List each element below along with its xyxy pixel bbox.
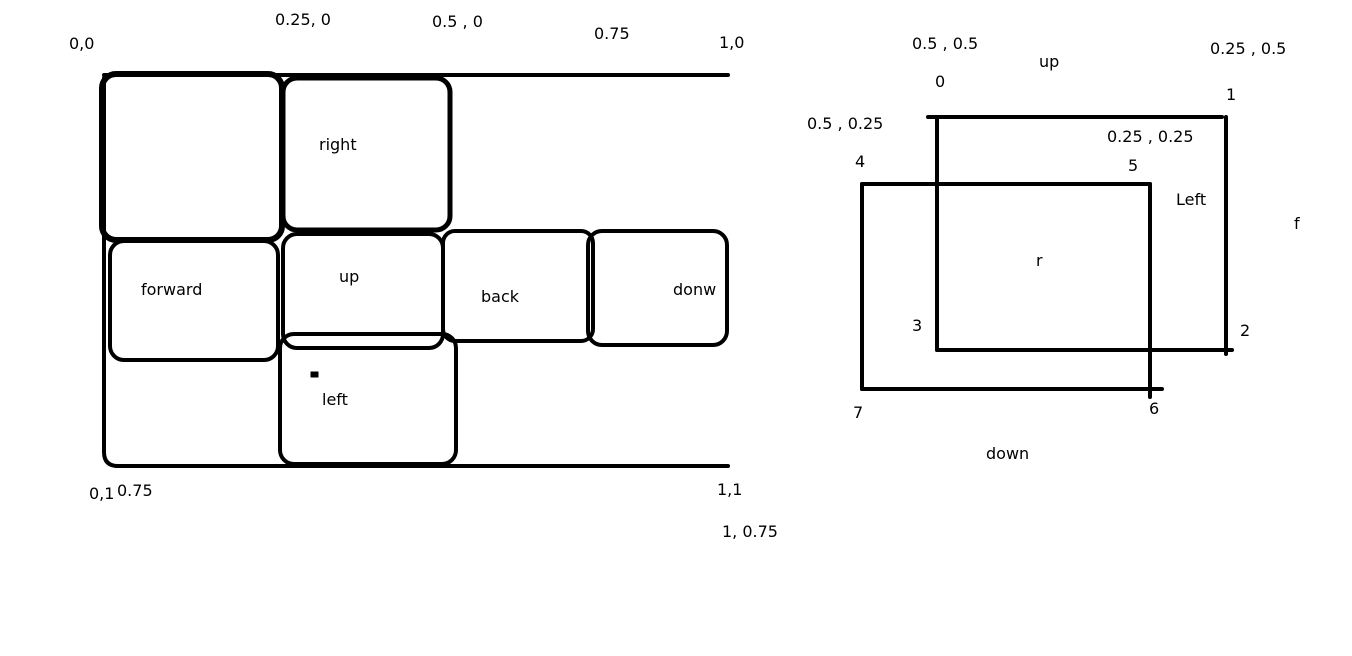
face-label-left: left [322, 390, 348, 409]
corner-label-bottom-right-q3: 1, 0.75 [722, 522, 778, 541]
corner-label-top-half: 0.5 , 0 [432, 12, 483, 31]
corner-label-bottom-left-q3: 0.75 [117, 481, 153, 500]
net-face-left [278, 332, 458, 466]
vertex-label-7: 7 [853, 403, 864, 422]
face-label-cube-down: down [986, 444, 1030, 463]
corner-label-bottom-left: 0,1 [89, 484, 115, 503]
corner-label-bottom-right: 1,1 [717, 480, 743, 499]
face-label-forward: forward [141, 280, 203, 299]
face-label-cube-front: f [1294, 214, 1300, 233]
face-label-right: right [319, 135, 357, 154]
face-label-cube-up: up [1039, 52, 1060, 71]
vertex-label-5: 5 [1128, 156, 1139, 175]
face-label-back: back [481, 287, 520, 306]
corner-label-top-right: 1,0 [719, 33, 745, 52]
corner-label-top-q3: 0.75 [594, 24, 630, 43]
net-face-up [281, 232, 445, 350]
face-label-up: up [339, 267, 360, 286]
net-face-forward [108, 239, 280, 362]
net-face-down [586, 229, 729, 347]
corner-label-top-left: 0,0 [69, 34, 95, 53]
net-face-topleft [99, 71, 285, 243]
face-label-down: donw [673, 280, 717, 299]
vertex-label-6: 6 [1149, 399, 1160, 418]
coord-label-half-q1: 0.5 , 0.25 [807, 114, 884, 133]
vertex-label-2: 2 [1240, 321, 1251, 340]
face-label-cube-left: Left [1176, 190, 1207, 209]
net-face-right [280, 75, 453, 233]
vertex-label-1: 1 [1226, 85, 1237, 104]
corner-label-top-q1: 0.25, 0 [275, 10, 331, 29]
coord-label-q1-q1: 0.25 , 0.25 [1107, 127, 1194, 146]
vertex-label-4: 4 [855, 152, 866, 171]
net-left-edge [102, 76, 120, 468]
net-face-back [441, 229, 595, 343]
coord-label-q1-half: 0.25 , 0.5 [1210, 39, 1287, 58]
vertex-label-0: 0 [935, 72, 946, 91]
face-label-cube-right: r [1036, 251, 1043, 270]
net-dot [310, 371, 319, 378]
coord-label-half-half: 0.5 , 0.5 [912, 34, 979, 53]
vertex-label-3: 3 [912, 316, 923, 335]
